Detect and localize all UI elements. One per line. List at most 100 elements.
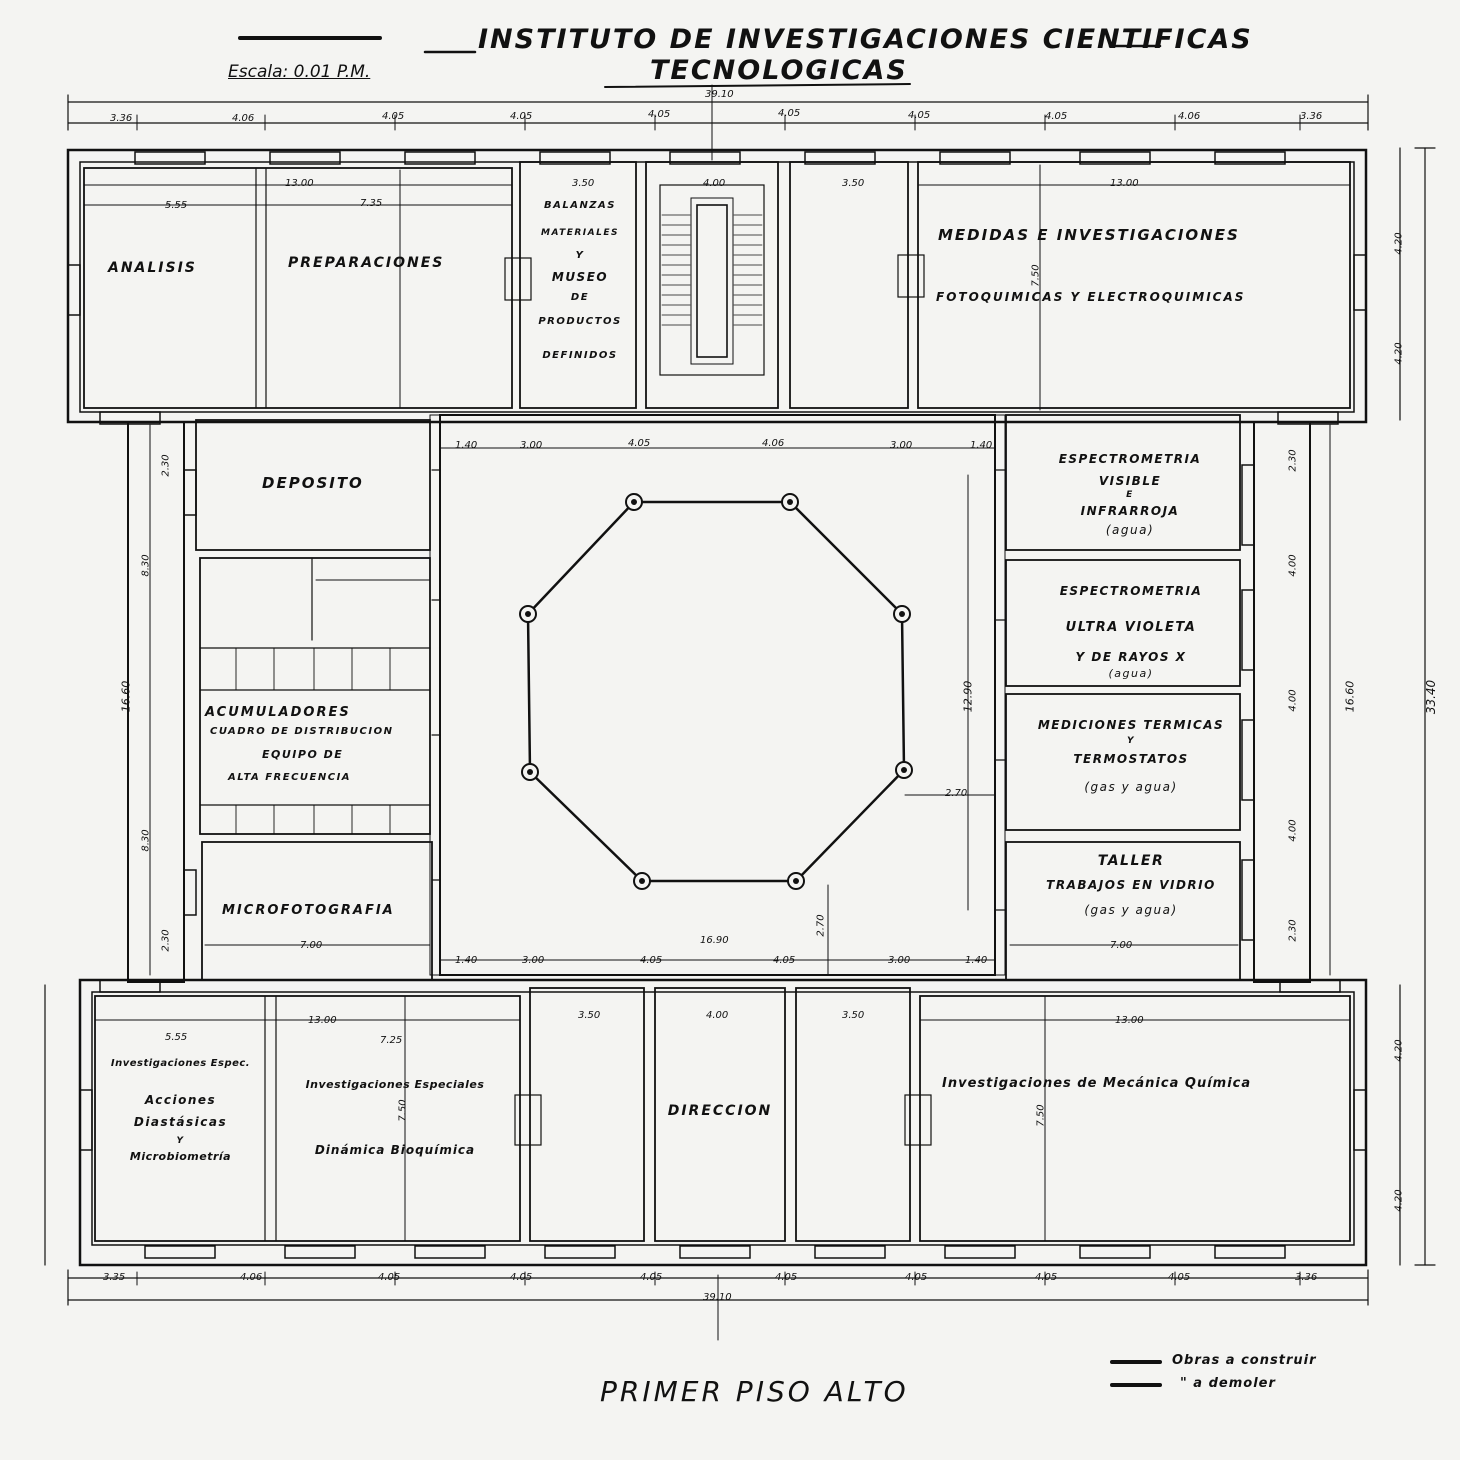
dim-court-bottom-0: 1.40 — [455, 955, 478, 966]
dim-taller-700: 7.00 — [1110, 940, 1133, 951]
dim-total-width-bottom: 39.10 — [703, 1292, 732, 1303]
dim-court-bottom-3: 4.05 — [773, 955, 796, 966]
dim-inv-13: 13.00 — [308, 1015, 337, 1026]
dim-analisis-555: 5.55 — [165, 200, 188, 211]
dim-right-wing: 16.60 — [1343, 680, 1357, 713]
dim-left-230-a: 2.30 — [160, 454, 172, 477]
dim-prep-735: 7.35 — [360, 198, 383, 209]
dim-top-7: 4.05 — [1045, 111, 1068, 122]
title-line-2: TECNOLOGICAS — [650, 55, 908, 86]
dim-bottom-0: 3.35 — [103, 1272, 126, 1283]
room-esp-vis-1: VISIBLE — [1098, 474, 1162, 488]
room-direccion: DIRECCION — [667, 1103, 773, 1119]
dim-total-height: 33.40 — [1424, 679, 1439, 715]
room-esp-vis-3: INFRARROJA — [1080, 504, 1180, 518]
dim-bottom-8: 4.05 — [1168, 1272, 1191, 1283]
room-balanzas-2: Y — [575, 250, 585, 261]
dim-right-400-c: 4.00 — [1287, 819, 1299, 842]
dim-court-top-3: 4.06 — [762, 438, 785, 449]
dim-court-bottom-4: 3.00 — [888, 955, 911, 966]
room-med-3: (gas y agua) — [1084, 780, 1178, 794]
dim-total-width-top: 39.10 — [705, 89, 734, 100]
dim-left-830-a: 8.30 — [140, 554, 152, 577]
room-acum-3: ALTA FRECUENCIA — [228, 772, 352, 783]
dim-bottom-3: 4.05 — [510, 1272, 533, 1283]
dim-b-350-a: 3.50 — [578, 1010, 601, 1021]
floor-title: PRIMER PISO ALTO — [600, 1375, 909, 1408]
room-inv-left-2: Diastásicas — [133, 1115, 228, 1129]
room-inv-left-3: Y — [176, 1136, 185, 1146]
room-mecanica: Investigaciones de Mecánica Química — [942, 1076, 1252, 1091]
dim-left-230-b: 2.30 — [160, 929, 172, 952]
dim-side-420-d: 4.20 — [1393, 1189, 1405, 1212]
title-line-1: INSTITUTO DE INVESTIGACIONES CIENTIFICAS — [478, 24, 1253, 55]
room-inv-left-0: Investigaciones Espec. — [110, 1058, 251, 1069]
room-balanzas-3: MUSEO — [551, 270, 609, 284]
room-esp-uv-0: ESPECTROMETRIA — [1059, 584, 1203, 598]
dim-court-height: 12.90 — [961, 680, 975, 713]
room-inv-mid-1: Dinámica Bioquímica — [314, 1143, 476, 1157]
room-deposito: DEPOSITO — [262, 474, 364, 492]
legend-build: Obras a construir — [1172, 1353, 1317, 1368]
dim-court-width: 16.90 — [700, 935, 729, 946]
room-balanzas-4: DE — [570, 292, 590, 303]
dim-medidas-13: 13.00 — [1110, 178, 1139, 189]
room-esp-vis-2: E — [1126, 490, 1134, 500]
dim-right-400-b: 4.00 — [1287, 689, 1299, 712]
room-esp-uv-1: ULTRA VIOLETA — [1065, 620, 1197, 635]
dim-dir-400: 4.00 — [706, 1010, 729, 1021]
dim-court-top-1: 3.00 — [520, 440, 543, 451]
dim-court-top-2: 4.05 — [628, 438, 651, 449]
room-acum-1: CUADRO DE DISTRIBUCION — [210, 726, 394, 737]
room-esp-vis-0: ESPECTROMETRIA — [1058, 452, 1202, 466]
dim-bottom-9: 3.36 — [1295, 1272, 1318, 1283]
dim-court-bottom-2: 4.05 — [640, 955, 663, 966]
room-medidas-0: MEDIDAS E INVESTIGACIONES — [938, 226, 1240, 244]
room-acum-0: ACUMULADORES — [205, 705, 351, 720]
dim-top-3: 4.05 — [510, 111, 533, 122]
room-taller-0: TALLER — [1097, 853, 1165, 869]
room-inv-mid-0: Investigaciones Especiales — [305, 1078, 485, 1091]
dim-inv-725: 7.25 — [380, 1035, 403, 1046]
dim-side-420-b: 4.20 — [1393, 342, 1405, 365]
dim-top-9: 3.36 — [1300, 111, 1323, 122]
scale-label: Escala: 0.01 P.M. — [228, 62, 371, 82]
room-esp-vis-4: (agua) — [1105, 523, 1155, 537]
dim-medidas-750: 7.50 — [1030, 264, 1042, 287]
room-analisis: ANALISIS — [108, 260, 197, 276]
dim-bottom-2: 4.05 — [378, 1272, 401, 1283]
dim-top-8: 4.06 — [1178, 111, 1201, 122]
dim-court-top-0: 1.40 — [455, 440, 478, 451]
room-balanzas-1: MATERIALES — [541, 228, 619, 238]
dim-court-top-5: 1.40 — [970, 440, 993, 451]
dim-left-830-b: 8.30 — [140, 829, 152, 852]
dim-bottom-6: 4.05 — [905, 1272, 928, 1283]
room-taller-1: TRABAJOS EN VIDRIO — [1046, 878, 1216, 892]
dim-top-4: 4.05 — [648, 109, 671, 120]
dim-bottom-7: 4.05 — [1035, 1272, 1058, 1283]
dim-balanzas-350: 3.50 — [572, 178, 595, 189]
dim-right-230-a: 2.30 — [1287, 449, 1299, 472]
room-inv-left-1: Acciones — [144, 1093, 217, 1107]
room-esp-uv-2: Y DE RAYOS X — [1075, 650, 1187, 664]
dim-bottom-4: 4.05 — [640, 1272, 663, 1283]
room-acum-2: EQUIPO DE — [262, 748, 344, 761]
dim-court-bottom-5: 1.40 — [965, 955, 988, 966]
room-balanzas-6: DEFINIDOS — [542, 350, 618, 361]
dim-bottom-5: 4.05 — [775, 1272, 798, 1283]
room-med-1: Y — [1126, 736, 1136, 746]
dim-stair-400: 4.00 — [703, 178, 726, 189]
room-balanzas-0: BALANZAS — [543, 200, 617, 211]
dim-gap-270-vertical: 2.70 — [815, 914, 827, 937]
room-taller-2: (gas y agua) — [1084, 903, 1178, 917]
dim-gap-270: 2.70 — [945, 788, 968, 799]
room-medidas-1: FOTOQUIMICAS Y ELECTROQUIMICAS — [936, 290, 1246, 304]
dim-top-6: 4.05 — [908, 110, 931, 121]
dim-mec-13: 13.00 — [1115, 1015, 1144, 1026]
dim-micro-700: 7.00 — [300, 940, 323, 951]
dim-right-230-b: 2.30 — [1287, 919, 1299, 942]
room-inv-left-4: Microbiometría — [129, 1150, 232, 1163]
dim-side-420-a: 4.20 — [1393, 232, 1405, 255]
